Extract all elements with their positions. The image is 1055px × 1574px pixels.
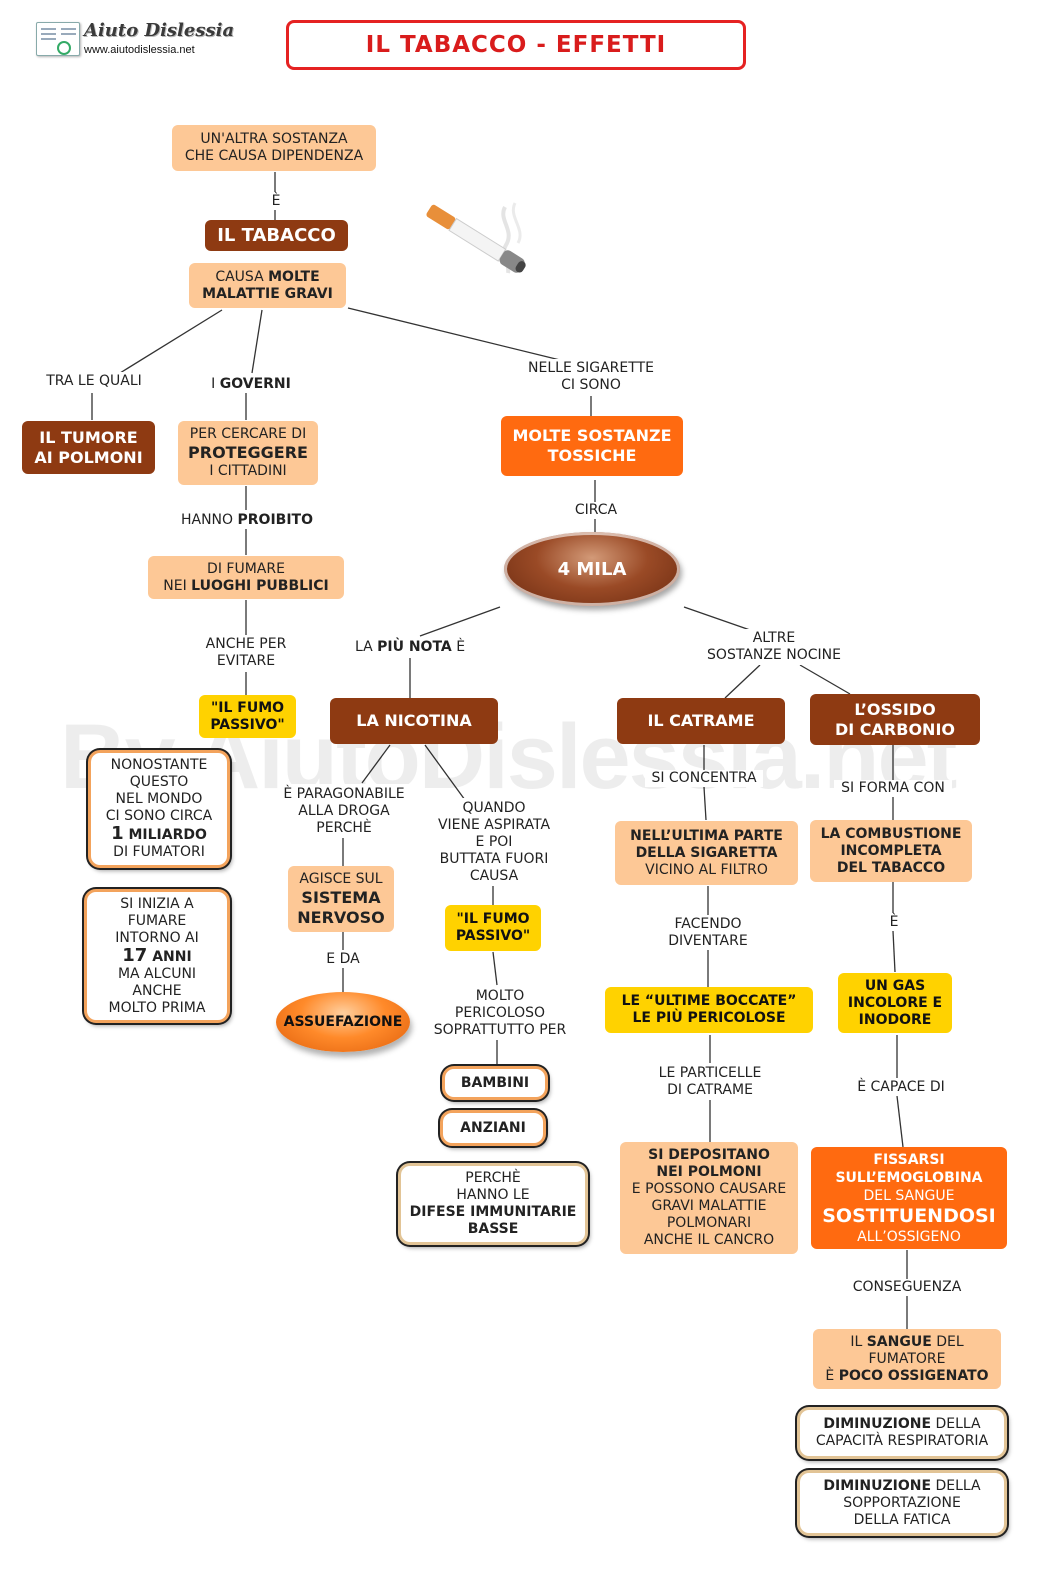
node-si-inizia: SI INIZIA A FUMARE INTORNO AI 17 ANNI MA… <box>84 889 230 1023</box>
node-il-tabacco: IL TABACCO <box>205 220 348 251</box>
label-la-piu-nota: LA PIÙ NOTA È <box>345 638 475 656</box>
page-title: IL TABACCO - EFFETTI <box>286 20 746 70</box>
node-luoghi-pubblici: DI FUMARE NEI LUOGHI PUBBLICI <box>148 556 344 599</box>
label-tra-le-quali: TRA LE QUALI <box>40 372 148 391</box>
node-diminuzione-sopportazione: DIMINUZIONE DELLA SOPPORTAZIONE DELLA FA… <box>797 1470 1007 1536</box>
node-ultime-boccate: LE “ULTIME BOCCATE”LE PIÙ PERICOLOSE <box>605 987 813 1033</box>
node-fissarsi-emoglobina: FISSARSI SULL’EMOGLOBINA DEL SANGUE SOST… <box>811 1147 1007 1249</box>
label-governi: I GOVERNI <box>200 375 302 393</box>
node-depositano: SI DEPOSITANO NEI POLMONI E POSSONO CAUS… <box>620 1142 798 1254</box>
node-sangue-fumatore: IL SANGUE DEL FUMATORE È POCO OSSIGENATO <box>813 1329 1001 1389</box>
label-e-2: È <box>884 914 904 931</box>
label-capace-di: È CAPACE DI <box>848 1079 954 1096</box>
label-si-concentra: SI CONCENTRA <box>645 770 763 787</box>
logo-name: Aiuto Dislessia <box>84 20 235 41</box>
book-icon <box>36 22 80 56</box>
node-anziani: ANZIANI <box>440 1110 546 1146</box>
node-nicotina: LA NICOTINA <box>330 698 498 744</box>
node-catrame: IL CATRAME <box>617 698 785 744</box>
node-nonostante-miliardo: NONOSTANTE QUESTO NEL MONDO CI SONO CIRC… <box>88 750 230 868</box>
label-e-da: E DA <box>318 951 368 968</box>
node-4-mila: 4 MILA <box>504 532 680 606</box>
node-combustione: LA COMBUSTIONE INCOMPLETA DEL TABACCO <box>810 820 972 882</box>
logo[interactable]: Aiuto Dislessia www.aiutodislessia.net <box>36 18 234 64</box>
node-assuefazione: ASSUEFAZIONE <box>276 992 410 1052</box>
node-ultima-parte: NELL’ULTIMA PARTE DELLA SIGARETTA VICINO… <box>615 821 798 885</box>
label-conseguenza: CONSEGUENZA <box>846 1279 968 1296</box>
node-sistema-nervoso: AGISCE SUL SISTEMA NERVOSO <box>288 866 394 932</box>
node-proteggere: PER CERCARE DI PROTEGGERE I CITTADINI <box>178 421 318 485</box>
node-causa-malattie: CAUSA MOLTE MALATTIE GRAVI <box>189 263 346 308</box>
node-difese-immunitarie: PERCHÈ HANNO LE DIFESE IMMUNITARIE BASSE <box>398 1163 588 1245</box>
node-diminuzione-capacita: DIMINUZIONE DELLA CAPACITÀ RESPIRATORIA <box>797 1407 1007 1459</box>
logo-url[interactable]: www.aiutodislessia.net <box>84 44 195 56</box>
label-si-forma-con: SI FORMA CON <box>834 780 952 797</box>
label-hanno-proibito: HANNO PROIBITO <box>172 511 322 529</box>
label-e: È <box>266 193 286 210</box>
cigarette-icon <box>426 202 526 274</box>
node-bambini: BAMBINI <box>442 1066 548 1100</box>
label-circa: CIRCA <box>566 502 626 519</box>
